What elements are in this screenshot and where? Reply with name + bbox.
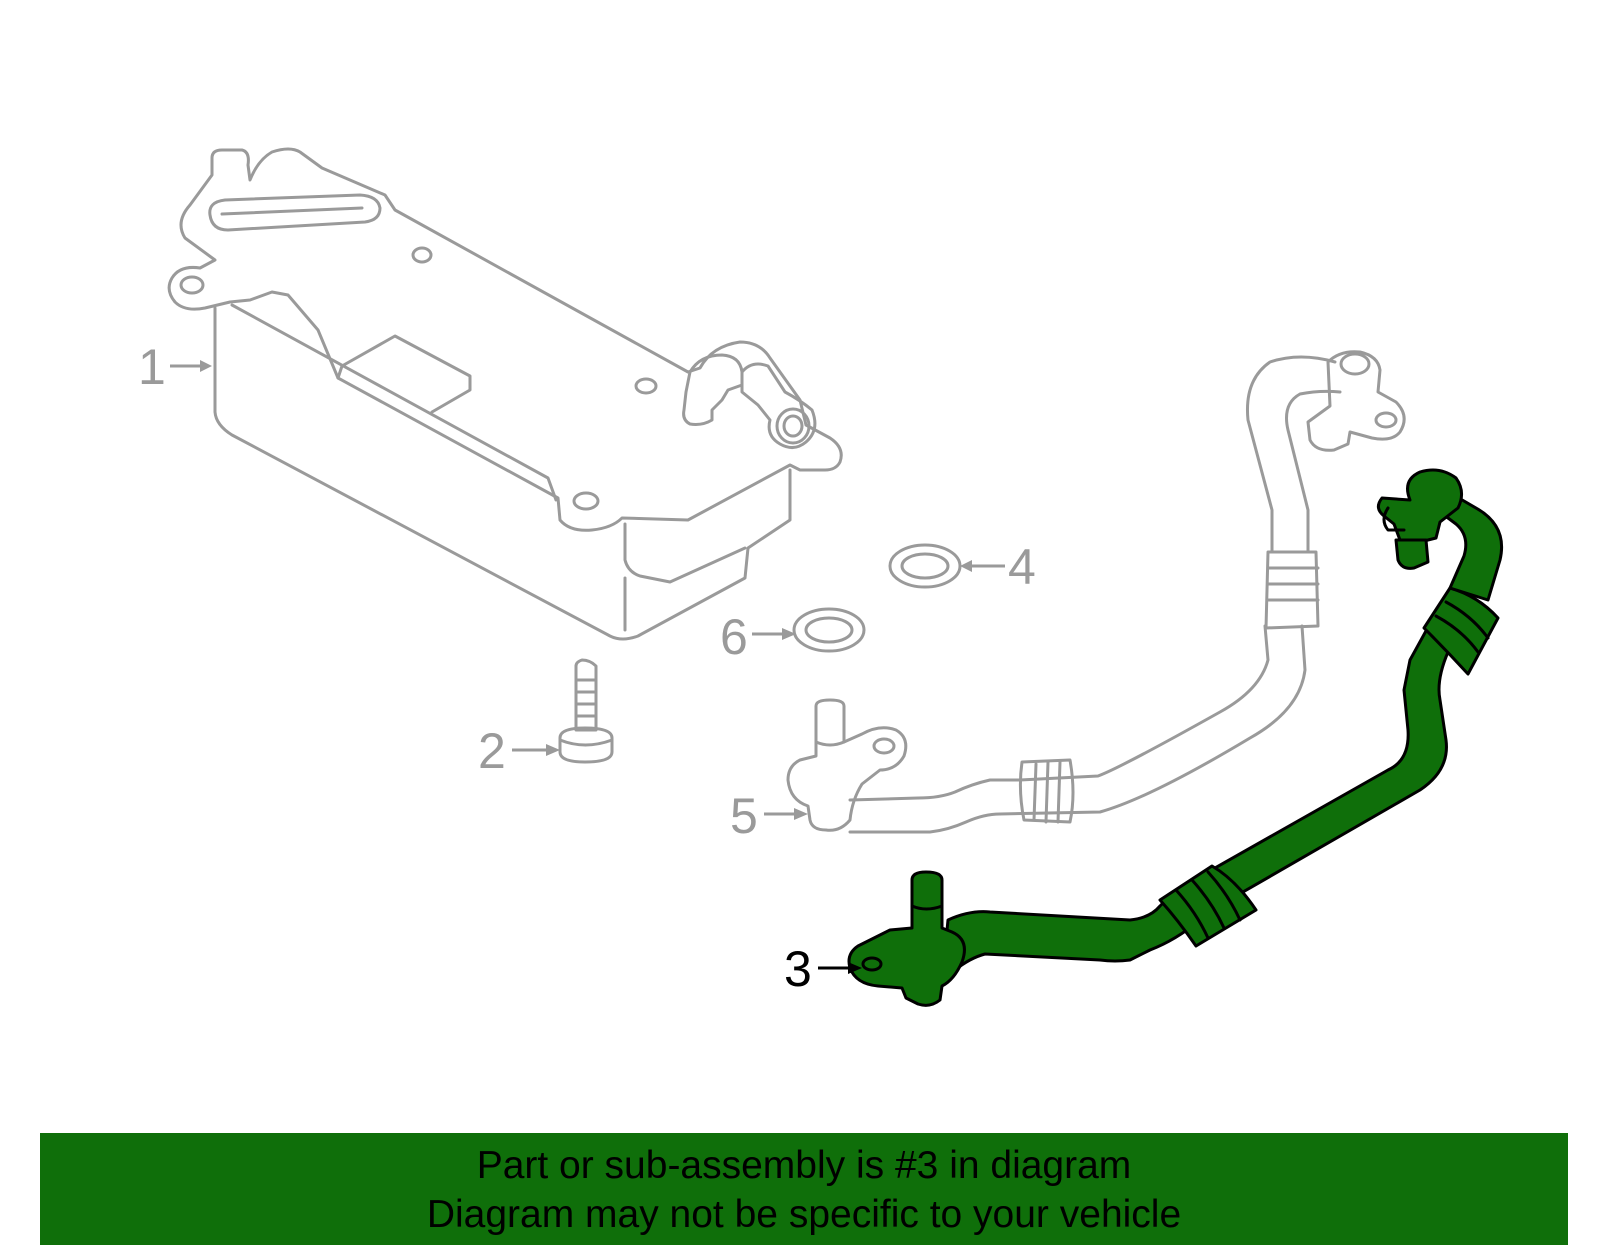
callout-1-label: 1: [138, 339, 166, 395]
part-4-gasket: [888, 543, 962, 589]
banner-line-1: Part or sub-assembly is #3 in diagram: [476, 1144, 1132, 1187]
banner-line-2: Diagram may not be specific to your vehi…: [426, 1193, 1182, 1236]
callout-6: 6: [720, 609, 796, 665]
callout-1: 1: [138, 339, 212, 395]
info-banner: Part or sub-assembly is #3 in diagram Di…: [40, 1133, 1568, 1245]
part-6-gasket: [792, 607, 866, 653]
part-1-oil-cooler: [167, 147, 843, 641]
part-3-oil-pipe-highlighted: [847, 468, 1504, 1007]
callout-2-label: 2: [478, 723, 506, 779]
callout-3-label: 3: [784, 941, 812, 997]
callout-2: 2: [478, 723, 560, 779]
part-2-bolt: [558, 658, 614, 764]
callout-5-label: 5: [730, 788, 758, 844]
callout-5: 5: [730, 788, 808, 844]
callout-3: 3: [784, 941, 862, 997]
part-5-oil-pipe: [786, 350, 1406, 834]
callout-4-label: 4: [1008, 539, 1036, 595]
callout-4: 4: [960, 539, 1036, 595]
callout-6-label: 6: [720, 609, 748, 665]
